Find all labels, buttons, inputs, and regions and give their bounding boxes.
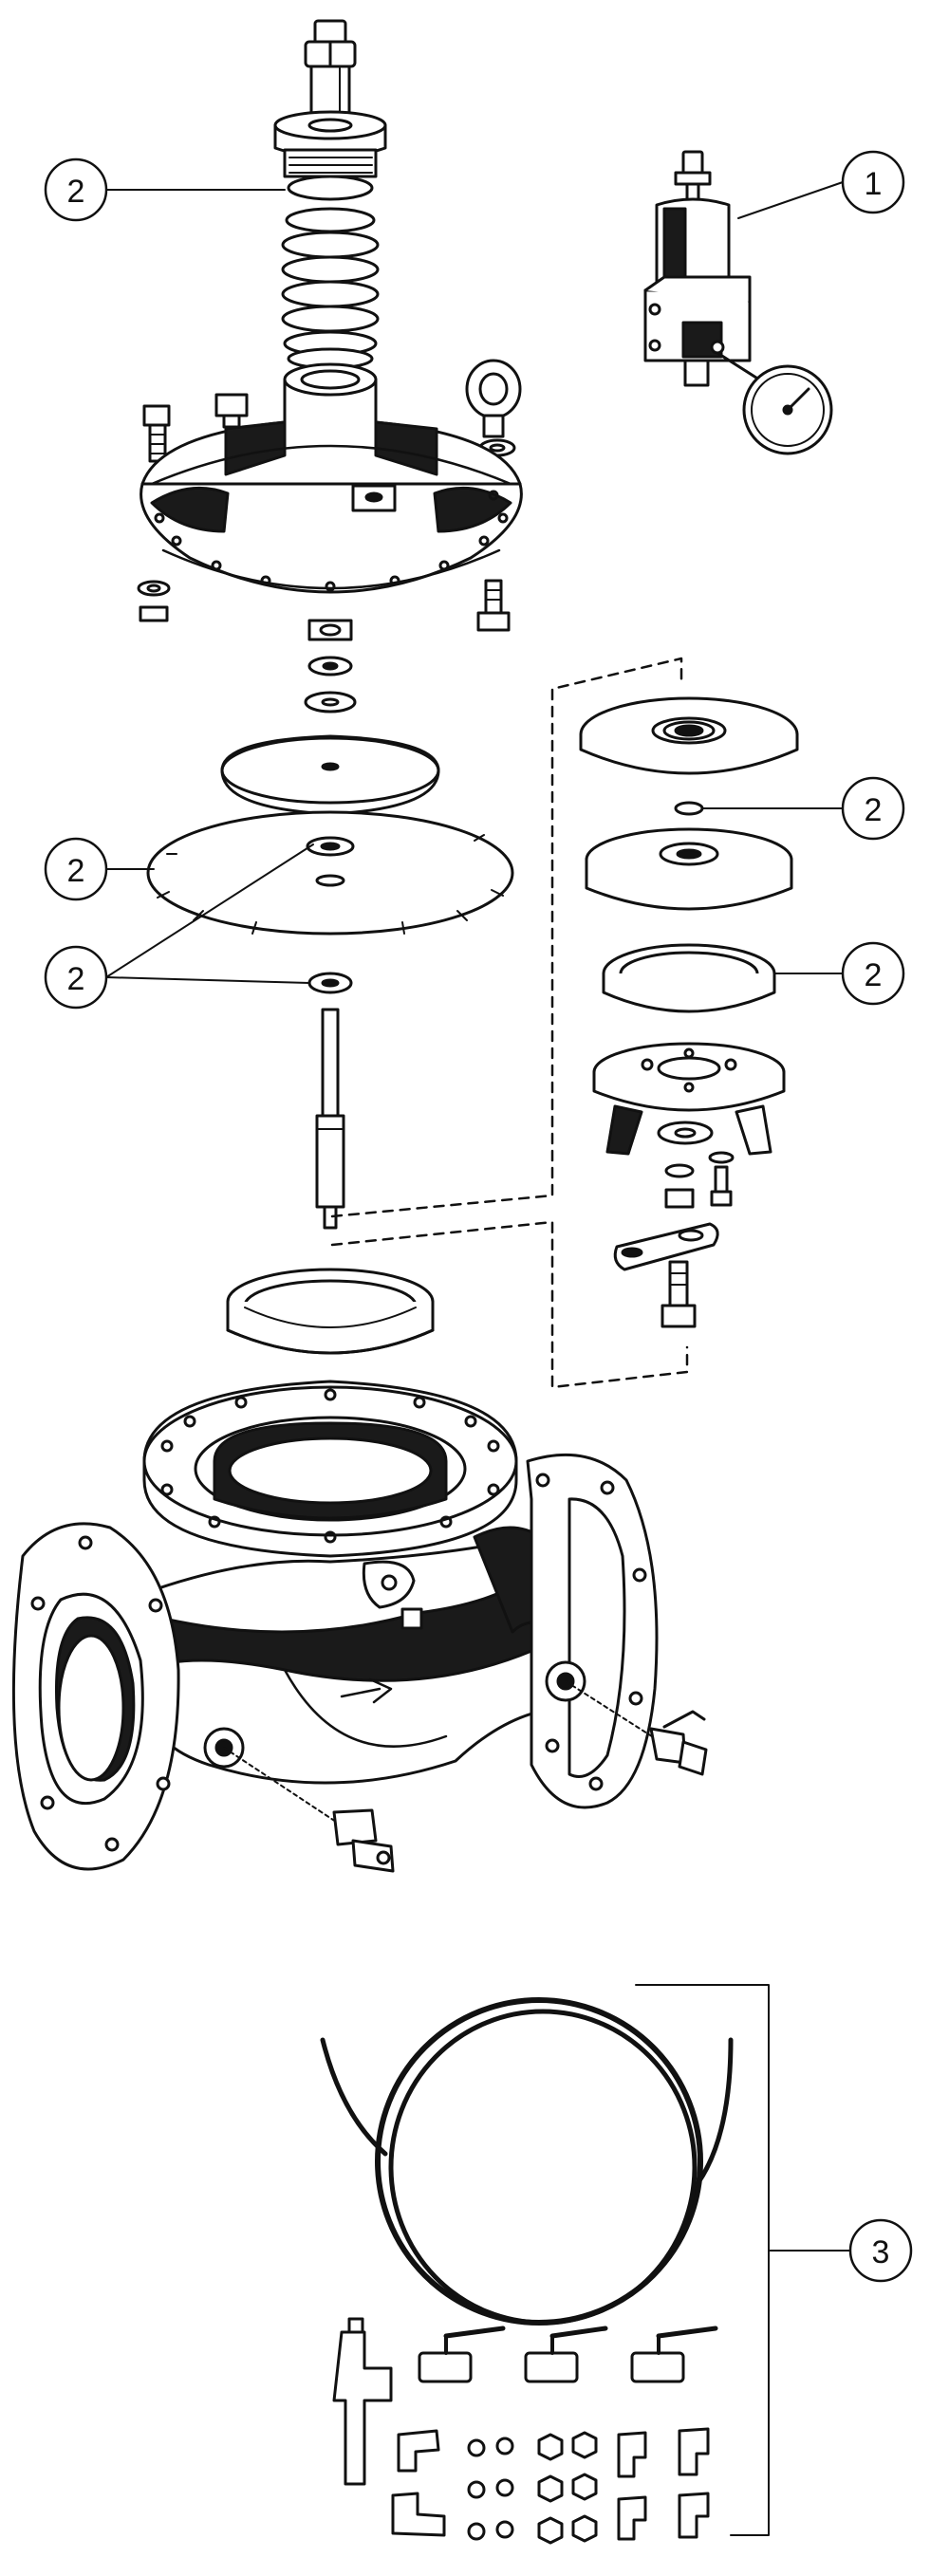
adjusting-screw [304, 19, 357, 68]
callout-2-diaphragm-label: 2 [67, 853, 85, 889]
compression-spring [281, 207, 380, 370]
seat-retainer [592, 1042, 786, 1156]
leader-lines [105, 181, 844, 984]
stem-nut-stack [304, 619, 357, 713]
lock-tab [613, 1222, 719, 1271]
seat-ring [226, 1268, 435, 1355]
callout-2-o-ring-label: 2 [865, 792, 883, 828]
callout-2-washers-label: 2 [67, 961, 85, 997]
diaphragm-cover [140, 362, 523, 594]
retainer-fasteners [657, 1121, 735, 1209]
lower-washer [307, 972, 353, 994]
callout-1-label: 1 [865, 166, 883, 202]
tubing-coil [320, 1997, 734, 2326]
guide-plate [585, 827, 793, 911]
callout-2-diaphragm: 2 [44, 837, 108, 901]
callout-2-seal-ring: 2 [841, 941, 905, 1006]
pilot-regulator [643, 150, 752, 387]
cover-nut-left [137, 580, 171, 622]
callout-2-spring: 2 [44, 158, 108, 222]
o-ring [674, 801, 704, 816]
pressure-plate [220, 734, 440, 816]
hex-bolt-left [142, 404, 171, 463]
callout-2-o-ring: 2 [841, 776, 905, 841]
kit-fittings [332, 2317, 718, 2545]
pressure-gauge [716, 351, 833, 455]
seal-ring [602, 943, 776, 1013]
valve-body [11, 1380, 659, 1871]
upper-diaphragm-plate [579, 696, 799, 775]
callout-2-spring-label: 2 [67, 174, 85, 210]
dashed-bracket [330, 657, 689, 1389]
spring-bonnet-cap [273, 65, 387, 201]
cover-bolt-right [476, 579, 511, 632]
eye-bolt [465, 359, 522, 457]
callout-2-seal-ring-label: 2 [865, 957, 883, 993]
hex-bolt-mid [214, 393, 249, 429]
kit-bracket [635, 1984, 851, 2536]
inlet-ball-valve [223, 1747, 395, 1873]
valve-stem [315, 1008, 345, 1230]
callout-3: 3 [848, 2218, 913, 2283]
outlet-ball-valve [565, 1680, 708, 1776]
diaphragm-sheet [146, 810, 514, 936]
callout-2-washers: 2 [44, 945, 108, 1010]
callout-3-label: 3 [872, 2234, 890, 2270]
callout-1: 1 [841, 150, 905, 214]
retainer-bolt [661, 1260, 697, 1328]
